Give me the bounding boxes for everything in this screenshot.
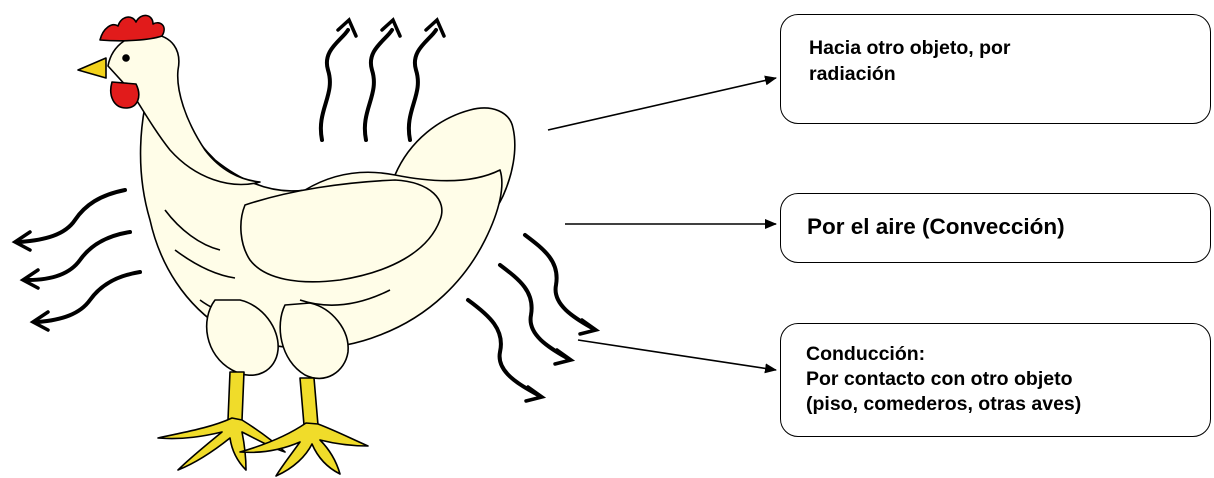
radiation-label-line-2: radiación xyxy=(809,61,1139,87)
heat-waves-radiation xyxy=(321,20,444,140)
arrow-to-radiation-box xyxy=(548,78,776,130)
wave-arrow-up-2 xyxy=(365,30,392,140)
convection-label-box: Por el aire (Convección) xyxy=(780,193,1211,263)
convection-label: Por el aire (Convección) xyxy=(807,213,1210,241)
radiation-label-line-1: Hacia otro objeto, por xyxy=(809,35,1139,61)
heat-waves-convection xyxy=(15,190,140,330)
chicken-leg-left xyxy=(228,372,244,420)
radiation-label-box: Hacia otro objeto, por radiación xyxy=(780,14,1211,124)
wave-arrow-down-1 xyxy=(525,235,592,328)
wave-arrow-down-3 xyxy=(468,300,538,395)
chicken-eye xyxy=(123,55,129,61)
arrow-to-conduction-box xyxy=(578,340,776,370)
conduction-label-box: Conducción: Por contacto con otro objeto… xyxy=(780,323,1211,437)
conduction-label-line-1: Conducción: xyxy=(806,342,1210,367)
conduction-label-line-3: (piso, comederos, otras aves) xyxy=(806,392,1210,417)
conduction-label: Conducción: Por contacto con otro objeto… xyxy=(806,342,1210,417)
wave-arrow-up-1 xyxy=(321,30,348,140)
chicken-comb xyxy=(100,15,164,40)
wave-arrow-up-3 xyxy=(409,30,436,140)
chicken-illustration xyxy=(78,15,515,476)
chicken-head xyxy=(108,34,260,185)
heat-waves-conduction xyxy=(468,235,596,401)
wave-arrow-left-1 xyxy=(20,190,125,242)
wave-arrow-left-3 xyxy=(38,272,140,322)
chicken-wattle xyxy=(111,82,139,108)
chicken-leg-right xyxy=(300,378,318,425)
conduction-label-line-2: Por contacto con otro objeto xyxy=(806,367,1210,392)
radiation-label: Hacia otro objeto, por radiación xyxy=(809,35,1139,87)
chicken-beak xyxy=(78,58,106,78)
